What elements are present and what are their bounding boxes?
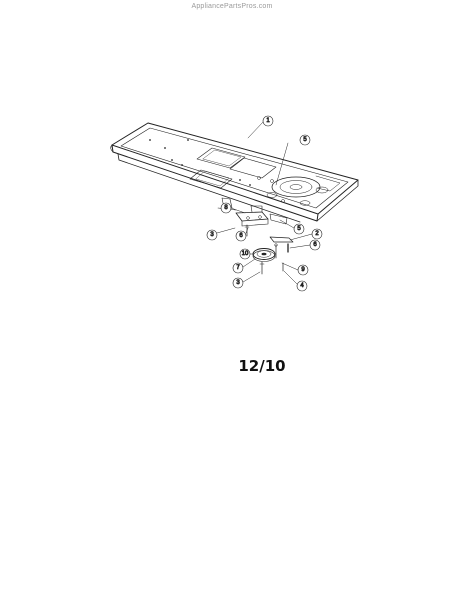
bolts — [244, 224, 289, 275]
callouts: 1 5 8 3 6 5 2 — [206, 115, 323, 292]
leader-lines — [216, 121, 313, 285]
callout-part-2: 2 — [311, 228, 323, 240]
svg-text:3: 3 — [210, 232, 214, 238]
watermark: AppliancePartsPros.com — [191, 3, 273, 10]
svg-text:2: 2 — [315, 231, 319, 237]
callout-part-6-lower: 6 — [309, 239, 321, 251]
svg-text:6: 6 — [239, 233, 243, 239]
svg-text:4: 4 — [300, 283, 304, 289]
svg-text:5: 5 — [303, 137, 307, 143]
small-bracket — [269, 236, 294, 243]
callout-part-9: 9 — [297, 264, 309, 276]
callout-part-8: 8 — [220, 202, 232, 214]
callout-part-7: 7 — [232, 262, 244, 274]
callout-part-3-lower: 3 — [232, 277, 244, 289]
callout-part-5-lower: 5 — [293, 223, 305, 235]
svg-text:8: 8 — [224, 205, 228, 211]
page-label: 12/10 — [238, 357, 286, 375]
svg-text:7: 7 — [236, 265, 240, 271]
callout-part-1: 1 — [262, 115, 274, 127]
callout-part-3-upper: 3 — [206, 229, 218, 241]
callout-part-4: 4 — [296, 280, 308, 292]
svg-text:5: 5 — [297, 226, 301, 232]
callout-part-6-upper: 6 — [235, 230, 247, 242]
svg-text:3: 3 — [236, 280, 240, 286]
pulley — [252, 248, 276, 262]
mounting-bracket — [235, 205, 269, 227]
svg-text:10: 10 — [242, 251, 249, 257]
callout-part-5-top: 5 — [299, 134, 311, 146]
svg-text:1: 1 — [266, 118, 270, 124]
callout-part-10: 10 — [239, 248, 251, 260]
svg-text:9: 9 — [301, 267, 305, 273]
deck-tray — [110, 122, 359, 225]
svg-text:6: 6 — [313, 242, 317, 248]
